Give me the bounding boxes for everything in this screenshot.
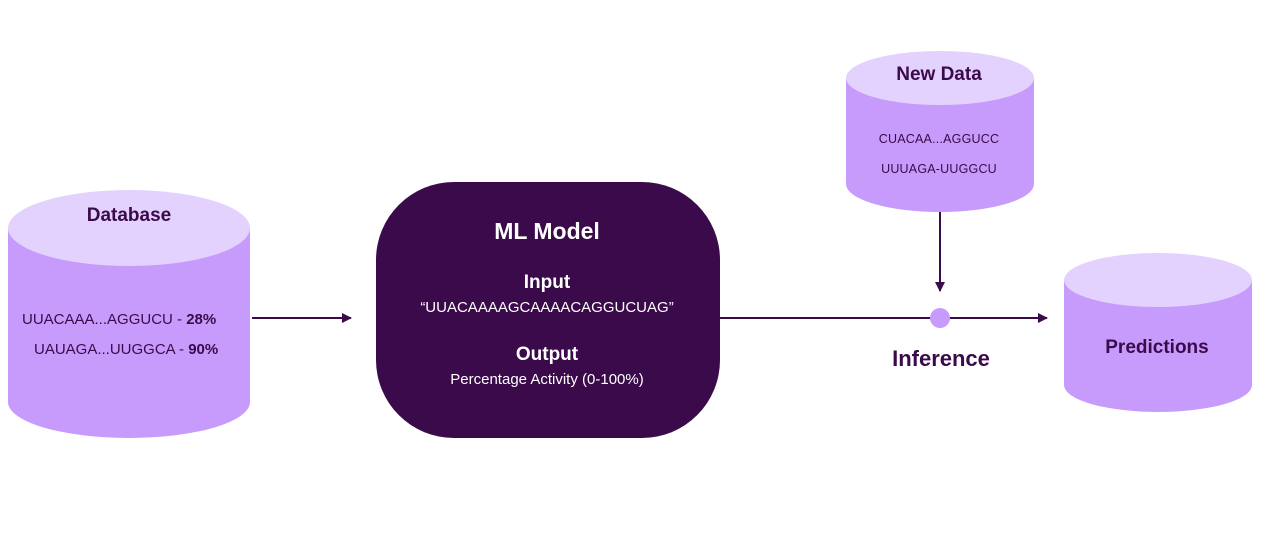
- predictions-title: Predictions: [1105, 337, 1209, 358]
- inference-label: Inference: [892, 346, 990, 371]
- model-output-value: Percentage Activity (0-100%): [450, 371, 644, 388]
- inference-node: [930, 308, 950, 328]
- new-data-row: CUACAA...AGGUCC: [878, 132, 1000, 146]
- database-row-sequence: UAUAGA...UUGGCA -: [34, 341, 189, 358]
- model-input-value: “UUACAAAAGCAAAACAGGUCUAG”: [420, 299, 674, 316]
- new-data-title: New Data: [896, 64, 982, 85]
- ml-model-box: [376, 182, 720, 438]
- new-data-cylinder: [846, 51, 1034, 212]
- new-data-row: UUUAGA-UUGGCU: [881, 162, 997, 176]
- model-output-label: Output: [515, 344, 579, 365]
- database-row-sequence: UUACAAA...AGGUCU -: [22, 311, 187, 328]
- model-title: ML Model: [494, 218, 600, 244]
- model-input-label: Input: [523, 272, 571, 293]
- database-title: Database: [86, 205, 172, 226]
- database-row-activity: 90%: [188, 341, 219, 358]
- database-row-activity: 28%: [186, 311, 217, 328]
- database-row: UUACAAA...AGGUCU - 28%: [22, 311, 216, 328]
- database-row: UAUAGA...UUGGCA - 90%: [34, 341, 218, 358]
- predictions-cylinder: [1064, 253, 1252, 412]
- database-cylinder: [8, 190, 250, 438]
